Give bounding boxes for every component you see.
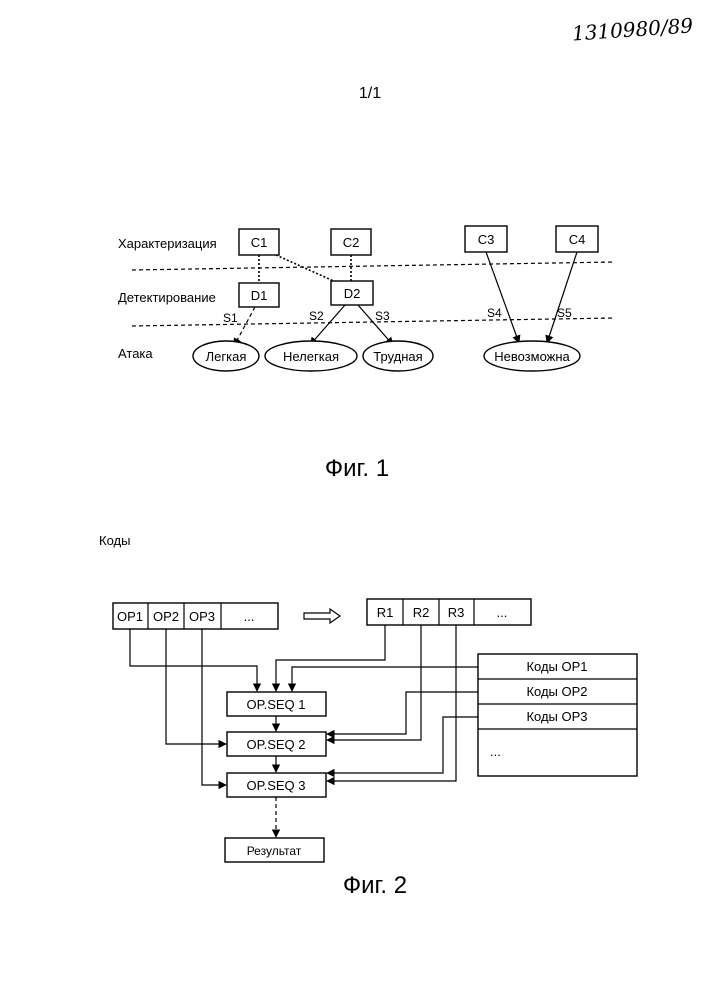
box-c4-label: C4 bbox=[569, 232, 586, 247]
codes-op2: Коды OP2 bbox=[526, 684, 587, 699]
box-d2-label: D2 bbox=[344, 286, 361, 301]
wire-op1-seq1 bbox=[130, 629, 257, 691]
codes-op3: Коды OP3 bbox=[526, 709, 587, 724]
wire-codes3-seq3 bbox=[327, 717, 478, 773]
outcome-not-easy-label: Нелегкая bbox=[283, 349, 339, 364]
figure-2: Коды OP1 OP2 OP3 ... R1 R2 R3 ... Коды O… bbox=[99, 533, 637, 899]
r-cell-more: ... bbox=[497, 605, 508, 620]
handwritten-number: 1310980/89 bbox=[571, 13, 694, 45]
label-s2: S2 bbox=[309, 309, 324, 323]
box-d1-label: D1 bbox=[251, 288, 268, 303]
label-s4: S4 bbox=[487, 306, 502, 320]
codes-more: ... bbox=[490, 744, 501, 759]
row-label-characterization: Характеризация bbox=[118, 236, 217, 251]
op-seq-2-label: OP.SEQ 2 bbox=[246, 737, 305, 752]
wire-op2-seq2 bbox=[166, 629, 226, 744]
wire-codes1-seq1 bbox=[292, 667, 478, 691]
wire-op3-seq3 bbox=[202, 629, 226, 785]
op-cell-3: OP3 bbox=[189, 609, 215, 624]
box-c1-label: C1 bbox=[251, 235, 268, 250]
link-c1-d2 bbox=[276, 255, 338, 283]
op-seq-1-label: OP.SEQ 1 bbox=[246, 697, 305, 712]
outcome-easy-label: Легкая bbox=[206, 349, 247, 364]
label-s3: S3 bbox=[375, 309, 390, 323]
arrow-s4 bbox=[486, 252, 519, 343]
op-cell-2: OP2 bbox=[153, 609, 179, 624]
r-cell-1: R1 bbox=[377, 605, 394, 620]
figure-1-caption: Фиг. 1 bbox=[325, 455, 389, 482]
arrow-s5 bbox=[547, 252, 577, 343]
wire-r3-seq3 bbox=[327, 625, 456, 781]
wire-codes2-seq2 bbox=[327, 692, 478, 734]
box-c3-label: C3 bbox=[478, 232, 495, 247]
row-label-attack: Атака bbox=[118, 346, 153, 361]
op-cell-1: OP1 bbox=[117, 609, 143, 624]
wire-r2-seq2 bbox=[327, 625, 421, 740]
box-c2-label: C2 bbox=[343, 235, 360, 250]
page-number: 1/1 bbox=[359, 85, 381, 102]
outcome-hard-label: Трудная bbox=[373, 349, 422, 364]
label-s5: S5 bbox=[557, 306, 572, 320]
row-label-detection: Детектирование bbox=[118, 290, 216, 305]
outcome-impossible-label: Невозможна bbox=[494, 349, 570, 364]
r-cell-2: R2 bbox=[413, 605, 430, 620]
label-s1: S1 bbox=[223, 311, 238, 325]
figure-2-caption: Фиг. 2 bbox=[343, 872, 407, 899]
result-label: Результат bbox=[247, 844, 302, 858]
op-seq-3-label: OP.SEQ 3 bbox=[246, 778, 305, 793]
figure-1: Характеризация Детектирование Атака C1 C… bbox=[118, 226, 614, 482]
separator-line-1 bbox=[132, 262, 614, 270]
op-cell-more: ... bbox=[244, 609, 255, 624]
r-cell-3: R3 bbox=[448, 605, 465, 620]
codes-op1: Коды OP1 bbox=[526, 659, 587, 674]
transform-arrow-icon bbox=[304, 609, 340, 623]
codes-section-label: Коды bbox=[99, 533, 130, 548]
